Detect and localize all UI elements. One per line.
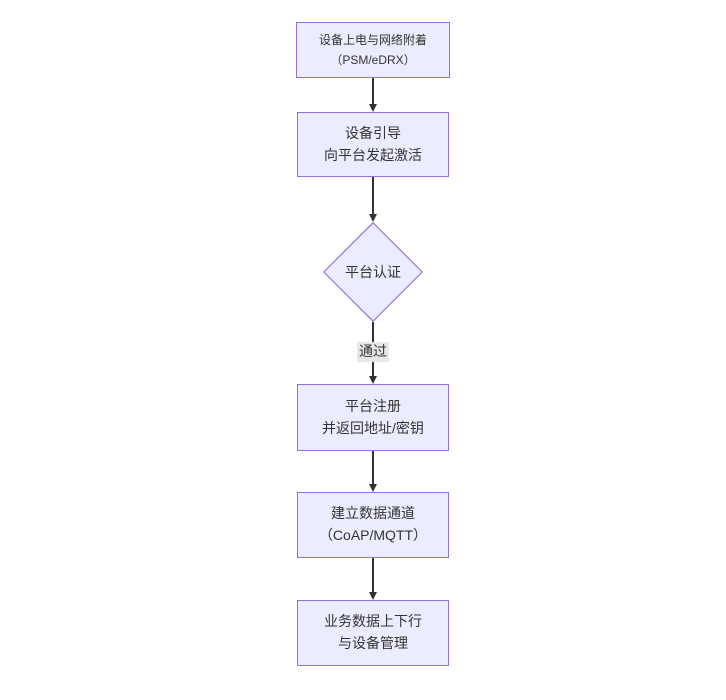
arrow-shaft: [372, 78, 374, 104]
arrowhead-icon: [369, 484, 377, 492]
arrowhead-icon: [369, 214, 377, 222]
node-business-data: 业务数据上下行 与设备管理: [297, 600, 449, 666]
arrowhead-icon: [369, 104, 377, 112]
node-data-channel: 建立数据通道 （CoAP/MQTT）: [297, 492, 449, 558]
node-line: 向平台发起激活: [324, 146, 422, 163]
node-bootstrap: 设备引导 向平台发起激活: [297, 112, 449, 177]
arrowhead-icon: [369, 592, 377, 600]
node-platform-auth: 平台认证: [323, 222, 423, 322]
node-line: 并返回地址/密钥: [322, 419, 424, 436]
node-line: 平台认证: [345, 264, 401, 280]
diamond-shape-icon: [323, 222, 423, 322]
arrow-power-to-bootstrap: [368, 78, 378, 112]
node-register: 平台注册 并返回地址/密钥: [297, 384, 449, 451]
node-line: 平台注册: [345, 397, 401, 414]
node-line: 设备上电与网络附着: [318, 32, 427, 47]
arrow-bootstrap-to-auth: [368, 177, 378, 222]
node-line: 建立数据通道: [331, 505, 415, 522]
node-line: （PSM/eDRX）: [330, 53, 416, 67]
node-line: （CoAP/MQTT）: [318, 527, 428, 543]
node-line: 设备引导: [345, 124, 401, 141]
node-line: 业务数据上下行: [324, 613, 422, 630]
arrow-shaft: [372, 451, 374, 484]
arrow-shaft: [372, 558, 374, 592]
node-power-attach: 设备上电与网络附着 （PSM/eDRX）: [296, 22, 450, 78]
arrowhead-icon: [369, 376, 377, 384]
arrow-shaft: [372, 177, 374, 214]
arrow-channel-to-business: [368, 558, 378, 600]
node-line: 与设备管理: [338, 635, 408, 651]
arrow-register-to-channel: [368, 451, 378, 492]
edge-label-pass: 通过: [357, 342, 389, 362]
